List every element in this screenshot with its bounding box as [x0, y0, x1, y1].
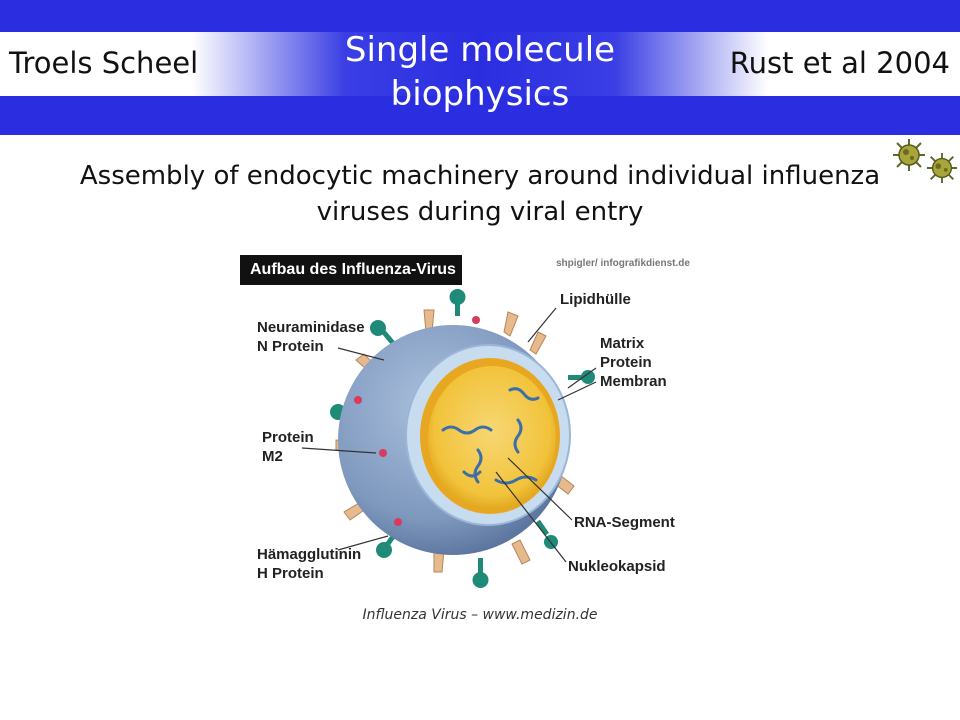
rna-segments — [441, 387, 540, 485]
author-name: Troels Scheel — [9, 46, 199, 80]
virus-icon — [926, 152, 958, 184]
figure-caption: Influenza Virus – www.medizin.de — [362, 607, 598, 623]
virus-icon — [893, 139, 925, 171]
subtitle-line1: Assembly of endocytic machinery around i… — [79, 161, 881, 191]
label-lipid-envelope: Lipidhülle — [560, 291, 631, 308]
figure-title: Aufbau des Influenza-Virus — [240, 255, 462, 285]
reference-citation: Rust et al 2004 — [729, 46, 950, 80]
label-nucleocapsid: Nukleokapsid — [568, 558, 666, 575]
label-rna-segment: RNA-Segment — [574, 514, 675, 531]
slide-subtitle: Assembly of endocytic machinery around i… — [20, 158, 940, 230]
label-haemagglutinin: Hämagglutinin H Protein — [257, 546, 362, 582]
figure-credit: shpigler/ infografikdienst.de — [556, 258, 690, 269]
label-matrix-protein: Matrix Protein Membran — [600, 335, 667, 390]
label-neuraminidase: Neuraminidase N Protein — [257, 319, 365, 355]
viral-core — [428, 366, 556, 510]
slide-title: Single molecule biophysics — [300, 28, 660, 116]
label-leaders — [301, 307, 597, 563]
header-band — [0, 32, 960, 96]
subtitle-line2: viruses during viral entry — [316, 197, 644, 227]
m2-proteins — [354, 316, 480, 526]
slide-title-line2: biophysics — [390, 74, 570, 114]
slide-header — [0, 0, 960, 135]
influenza-virus-illustration — [301, 289, 597, 588]
slide-title-line1: Single molecule — [344, 30, 616, 70]
label-protein-m2: Protein M2 — [262, 429, 314, 465]
